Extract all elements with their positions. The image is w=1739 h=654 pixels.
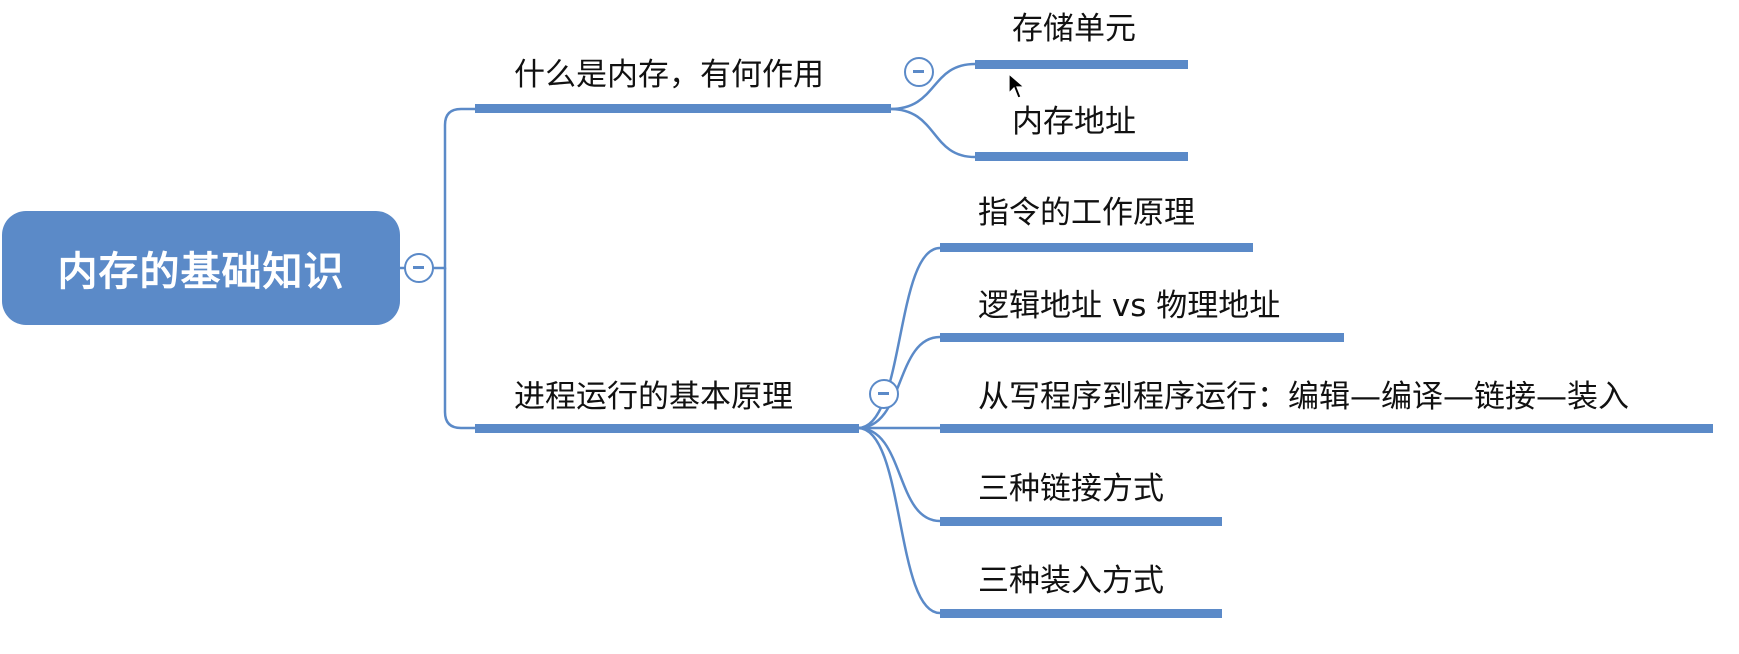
connector-branch-2-child-2 (856, 335, 942, 430)
branch-1-underline (475, 104, 891, 113)
child-2-3-underline (940, 424, 1713, 433)
connector-root-to-branch-1 (398, 107, 477, 270)
child-2-4-underline (940, 517, 1222, 526)
child-2-1-label[interactable]: 指令的工作原理 (978, 195, 1195, 231)
root-label: 内存的基础知识 (57, 249, 345, 295)
connector-branch-1-child-1 (888, 62, 977, 111)
branch-1-label[interactable]: 什么是内存，有何作用 (514, 57, 824, 93)
connector-root-to-branch-2 (443, 266, 477, 430)
connector-branch-2-child-5 (856, 426, 942, 615)
collapse-minus-icon[interactable] (869, 379, 899, 409)
collapse-minus-icon[interactable] (404, 253, 434, 283)
child-2-2-label[interactable]: 逻辑地址 vs 物理地址 (978, 288, 1281, 324)
child-1-1-underline (975, 60, 1188, 69)
mouse-pointer-icon (1008, 73, 1026, 99)
child-2-5-label[interactable]: 三种装入方式 (978, 563, 1164, 599)
child-1-2-label[interactable]: 内存地址 (1012, 104, 1136, 140)
collapse-minus-icon[interactable] (904, 57, 934, 87)
connector-branch-2-child-4 (856, 426, 942, 523)
child-2-5-underline (940, 609, 1222, 618)
branch-2-underline (475, 424, 859, 433)
branch-2-label[interactable]: 进程运行的基本原理 (514, 379, 793, 415)
connector-branch-2-child-1 (856, 246, 942, 430)
child-2-2-underline (940, 333, 1344, 342)
connector-branch-1-child-2 (888, 107, 977, 159)
child-2-1-underline (940, 243, 1253, 252)
root-node[interactable]: 内存的基础知识 (2, 211, 400, 325)
child-2-4-label[interactable]: 三种链接方式 (978, 471, 1164, 507)
child-1-2-underline (975, 152, 1188, 161)
child-1-1-label[interactable]: 存储单元 (1012, 11, 1136, 47)
child-2-3-label[interactable]: 从写程序到程序运行：编辑—编译—链接—装入 (978, 379, 1629, 415)
